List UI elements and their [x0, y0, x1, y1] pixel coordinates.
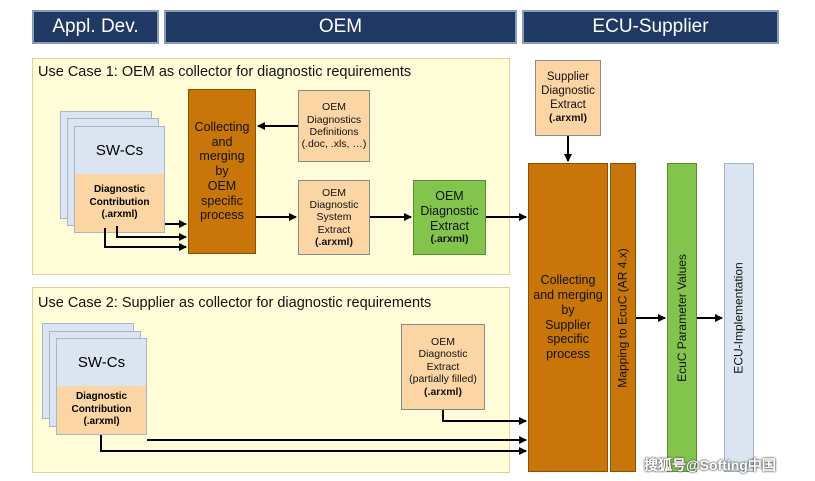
partial-extract-line: Extract — [426, 360, 460, 373]
definitions-line: Diagnostics — [306, 113, 362, 126]
oem-diagnostic-system-extract: OEM Diagnostic System Extract (.arxml) — [298, 180, 370, 255]
contribution-line: Contribution — [71, 403, 132, 415]
partial-extract-line: OEM — [431, 336, 455, 349]
oem-extract-line: (.arxml) — [430, 233, 469, 246]
arrow-swc-uc2-to-supplier — [100, 435, 527, 455]
supplier-collecting-line: specific — [547, 332, 589, 347]
arrow-partial-extract-to-supplier — [442, 410, 527, 425]
collecting-line: and — [211, 134, 233, 149]
supplier-collecting-line: and merging — [533, 288, 603, 302]
oem-collecting-process: Collecting and merging by OEM specific p… — [188, 89, 256, 254]
supplier-extract-line: Diagnostic — [541, 85, 595, 98]
partial-extract-line: (.arxml) — [424, 385, 462, 398]
definitions-line: Definitions — [309, 126, 359, 138]
swc-box-uc1: SW-Cs Diagnostic Contribution (.arxml) — [74, 126, 165, 233]
diagnostic-contribution-uc1: Diagnostic Contribution (.arxml) — [75, 174, 164, 232]
supplier-extract-line: Extract — [550, 98, 586, 111]
swc-box-uc2: SW-Cs Diagnostic Contribution (.arxml) — [56, 338, 147, 435]
supplier-extract-line: Supplier — [546, 71, 590, 84]
swc-label-uc2: SW-Cs — [77, 354, 126, 371]
partial-extract-line: (partially filled) — [409, 373, 477, 386]
use-case-2-title: Use Case 2: Supplier as collector for di… — [38, 295, 432, 311]
oem-extract-line: Diagnostic — [420, 203, 479, 218]
ecu-implementation: ECU-Implementation — [724, 163, 754, 472]
mapping-to-ecuc: Mapping to EcuC (AR 4.x) — [610, 163, 636, 472]
contribution-line: (.arxml) — [101, 209, 138, 221]
definitions-line: (.doc, .xls, …) — [301, 138, 367, 151]
header-appl-dev: Appl. Dev. — [32, 10, 159, 44]
collecting-line: specific — [201, 193, 243, 208]
collecting-line: Collecting — [194, 119, 250, 134]
collecting-line: OEM — [207, 178, 237, 193]
oem-extract-line: Extract — [430, 218, 469, 233]
contribution-line: Contribution — [89, 196, 150, 208]
system-extract-line: Extract — [317, 223, 351, 236]
header-ecu-supplier: ECU-Supplier — [522, 10, 779, 44]
ecuc-parameter-values: EcuC Parameter Values — [667, 163, 697, 472]
supplier-collecting-line: Supplier — [545, 317, 591, 332]
contribution-line: Diagnostic — [93, 184, 146, 196]
system-extract-line: (.arxml) — [315, 236, 353, 249]
collecting-line: merging — [199, 149, 245, 164]
partial-extract-line: Diagnostic — [418, 348, 468, 361]
supplier-collecting-process: Collecting and merging by Supplier speci… — [528, 163, 608, 472]
use-case-1-title: Use Case 1: OEM as collector for diagnos… — [38, 64, 412, 80]
supplier-diagnostic-extract: Supplier Diagnostic Extract (.arxml) — [535, 60, 601, 136]
arrow-swc-to-collecting — [104, 228, 187, 251]
swc-label: SW-Cs — [95, 142, 144, 159]
oem-extract-line: OEM — [435, 189, 464, 204]
oem-diagnostic-extract: OEM Diagnostic Extract (.arxml) — [413, 180, 486, 255]
definitions-line: OEM — [322, 101, 346, 114]
header-oem: OEM — [164, 10, 517, 44]
collecting-line: by — [215, 164, 229, 179]
watermark: 搜狐号@Softing中国 — [644, 457, 776, 473]
contribution-line: Diagnostic — [75, 391, 128, 403]
supplier-extract-line: (.arxml) — [549, 112, 587, 125]
system-extract-line: Diagnostic — [309, 198, 359, 211]
oem-diagnostics-definitions: OEM Diagnostics Definitions (.doc, .xls,… — [298, 90, 370, 162]
contribution-line: (.arxml) — [83, 416, 120, 428]
system-extract-line: OEM — [322, 186, 346, 199]
supplier-collecting-line: Collecting — [540, 273, 596, 288]
system-extract-line: System — [316, 211, 352, 224]
diagnostic-contribution-uc2: Diagnostic Contribution (.arxml) — [57, 386, 146, 434]
supplier-collecting-line: process — [546, 347, 590, 361]
arrow-swc-to-collecting — [116, 226, 187, 241]
oem-partial-extract: OEM Diagnostic Extract (partially filled… — [401, 324, 485, 410]
supplier-collecting-line: by — [561, 302, 575, 317]
collecting-line: process — [200, 208, 244, 223]
